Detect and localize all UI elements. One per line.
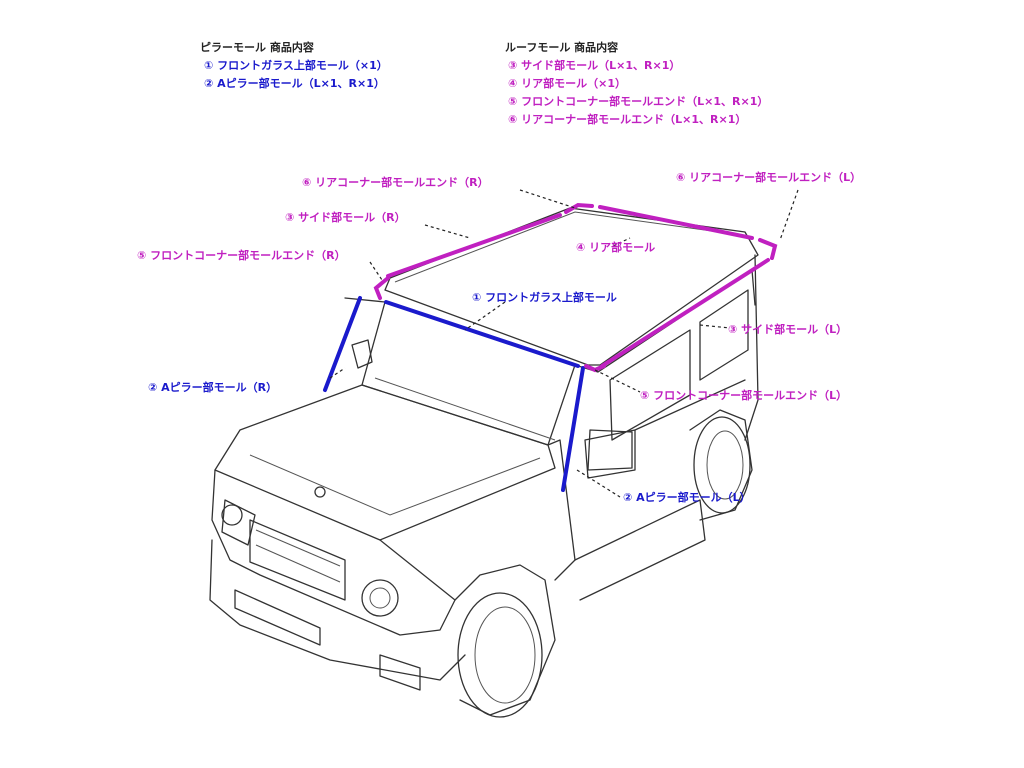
callout-rear-corner-r: ⑥ リアコーナー部モールエンド（R） bbox=[302, 176, 489, 189]
pillar-molding-parts bbox=[323, 296, 585, 492]
callout-front-corner-l: ⑤ フロントコーナー部モールエンド（L） bbox=[640, 389, 848, 402]
front-corner-end-r bbox=[373, 276, 390, 300]
rear-corner-end-l bbox=[758, 238, 778, 260]
leader-lines bbox=[329, 189, 799, 498]
roof-molding-parts bbox=[373, 202, 778, 373]
callout-rear: ④ リア部モール bbox=[576, 241, 656, 254]
callout-front-corner-r: ⑤ フロントコーナー部モールエンド（R） bbox=[137, 249, 346, 262]
roof-item-6: ⑥ リアコーナー部モールエンド（L×1、R×1） bbox=[508, 113, 747, 126]
callout-a-pillar-l: ② Aピラー部モール（L） bbox=[623, 491, 751, 504]
rear-corner-end-r bbox=[564, 202, 594, 214]
a-pillar-molding-l bbox=[561, 366, 585, 492]
callout-a-pillar-r: ② Aピラー部モール（R） bbox=[148, 381, 278, 394]
pillar-item-1: ① フロントガラス上部モール（×1） bbox=[204, 59, 388, 72]
roof-item-3: ③ サイド部モール（L×1、R×1） bbox=[508, 59, 681, 72]
a-pillar-molding-r bbox=[323, 296, 362, 392]
callout-side-r: ③ サイド部モール（R） bbox=[285, 211, 406, 224]
windshield-top-molding bbox=[384, 300, 580, 368]
pillar-group-heading: ピラーモール 商品内容 bbox=[200, 41, 314, 54]
roof-item-4: ④ リア部モール（×1） bbox=[508, 77, 627, 90]
pillar-item-2: ② Aピラー部モール（L×1、R×1） bbox=[204, 77, 385, 90]
roof-item-5: ⑤ フロントコーナー部モールエンド（L×1、R×1） bbox=[508, 95, 769, 108]
callout-rear-corner-l: ⑥ リアコーナー部モールエンド（L） bbox=[676, 171, 862, 184]
callout-side-l: ③ サイド部モール（L） bbox=[728, 323, 848, 336]
side-molding-l bbox=[600, 258, 770, 368]
roof-group-heading: ルーフモール 商品内容 bbox=[505, 41, 619, 54]
callout-windshield-top: ① フロントガラス上部モール bbox=[472, 291, 617, 304]
car-outline bbox=[209, 207, 759, 718]
side-molding-r bbox=[386, 213, 562, 278]
rear-molding bbox=[598, 205, 754, 240]
